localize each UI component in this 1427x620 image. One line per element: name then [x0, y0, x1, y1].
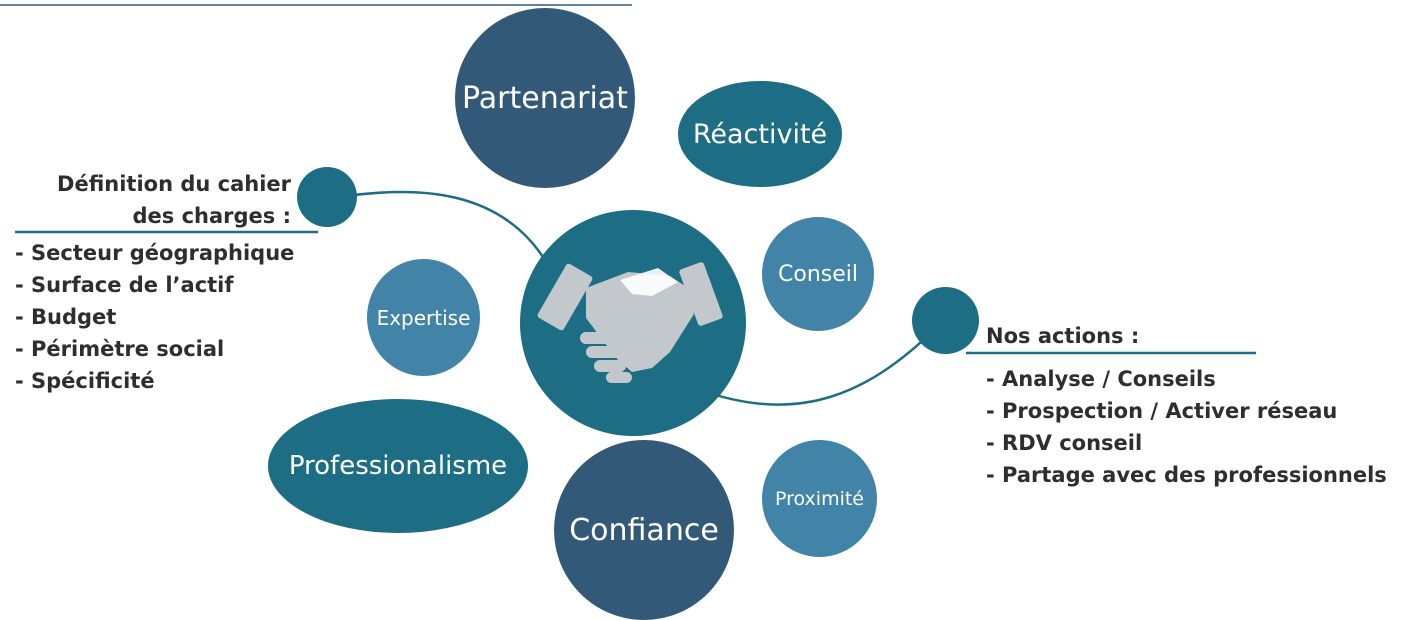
bubble-reactivite-label: Réactivité: [692, 118, 828, 150]
bubble-confiance-label: Confiance: [569, 512, 719, 548]
bubble-confiance: Confiance: [554, 440, 734, 620]
bubble-expertise-label: Expertise: [376, 305, 471, 330]
list-item: - Périmètre social: [15, 337, 225, 361]
right-panel-heading-text: Nos actions :: [986, 324, 1140, 348]
handshake-icon: [537, 262, 723, 383]
bubble-conseil-label: Conseil: [778, 261, 858, 287]
bubble-partenariat: Partenariat: [455, 8, 635, 188]
bubble-partenariat-label: Partenariat: [462, 80, 628, 116]
list-item: - Surface de l’actif: [15, 273, 234, 297]
left-panel-heading-line2: des charges :: [132, 204, 292, 228]
list-item: - Budget: [15, 305, 117, 329]
list-item: - Partage avec des professionnels: [986, 463, 1387, 487]
bubble-proximite-label: Proximité: [774, 487, 864, 510]
list-item: - Prospection / Activer réseau: [986, 399, 1338, 423]
bubble-professionalisme: Professionalisme: [268, 399, 528, 533]
list-item: - RDV conseil: [986, 431, 1143, 455]
right-connector: [699, 321, 943, 406]
bubble-professionalisme-label: Professionalisme: [288, 451, 508, 481]
left-panel-list: - Secteur géographique - Surface de l’ac…: [15, 237, 294, 397]
list-item: - Spécificité: [15, 369, 155, 393]
left-connector: [339, 190, 547, 261]
left-panel-heading: Définition du cahier des charges :: [15, 168, 315, 232]
right-panel-heading: Nos actions :: [986, 320, 1139, 352]
left-panel-heading-line1: Définition du cahier: [57, 172, 291, 196]
center-circle: [520, 210, 746, 436]
list-item: - Analyse / Conseils: [986, 367, 1216, 391]
bubble-reactivite: Réactivité: [678, 81, 842, 187]
bubble-conseil: Conseil: [762, 217, 874, 331]
right-connector-node: [912, 287, 979, 354]
bubble-proximite: Proximité: [762, 440, 877, 557]
list-item: - Secteur géographique: [15, 241, 295, 265]
left-panel: Définition du cahier des charges :: [15, 168, 315, 232]
right-panel-list: - Analyse / Conseils - Prospection / Act…: [986, 363, 1387, 491]
left-connector-node: [297, 167, 357, 227]
bubble-expertise: Expertise: [367, 259, 480, 376]
